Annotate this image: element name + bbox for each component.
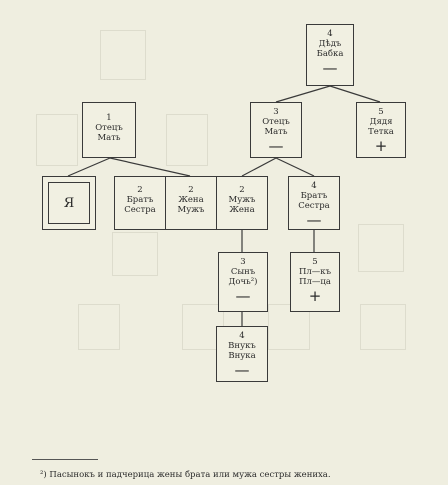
node-grandparents: 4 Дѣдъ Бабка — (306, 24, 354, 86)
node-number: 4 (239, 331, 245, 341)
node-grandchild: 4 Внукъ Внука — (216, 326, 268, 382)
node-uncle-aunt: 5 Дядя Тетка + (356, 102, 406, 158)
node-number: 3 (240, 257, 246, 267)
node-label-2: Пл—ца (299, 277, 331, 287)
node-self: Я (42, 176, 96, 230)
plus-sign: + (308, 287, 322, 305)
node-self-label: Я (63, 195, 75, 211)
show-through-box (268, 304, 310, 350)
show-through-box (78, 304, 120, 350)
node-label-2: Мужъ (177, 205, 205, 215)
node-self-inner-frame: Я (48, 182, 90, 224)
node-sibling-in-law: 2 Братъ Сестра (114, 176, 166, 230)
footnote: ²) Пасынокъ и падчерица жены брата или м… (40, 470, 331, 480)
connector (67, 157, 111, 177)
node-number: 5 (378, 107, 384, 117)
node-number: 2 (239, 185, 245, 195)
minus-sign: — (268, 137, 284, 155)
node-label-1: Мужъ (228, 195, 256, 205)
node-sibling: 4 Братъ Сестра — (288, 176, 340, 230)
node-label-1: Внукъ (228, 341, 256, 351)
connector (109, 157, 191, 177)
node-number: 2 (188, 185, 194, 195)
node-label-2: Жена (229, 205, 255, 215)
node-label-2: Сестра (124, 205, 156, 215)
show-through-box (360, 304, 406, 350)
node-parents: 3 Отецъ Мать — (250, 102, 302, 158)
node-label-1: Братъ (126, 195, 154, 205)
node-spouse-of-sibling: 2 Мужъ Жена (216, 176, 268, 230)
node-number: 4 (327, 29, 333, 39)
node-label-2: Мать (97, 133, 121, 143)
minus-sign: — (306, 211, 322, 229)
node-label-1: Отецъ (95, 123, 123, 133)
node-label-1: Отецъ (262, 117, 290, 127)
node-label-1: Сынъ (230, 267, 256, 277)
node-label-2: Мать (264, 127, 288, 137)
show-through-box (100, 30, 146, 80)
node-label-1: Пл—къ (298, 267, 332, 277)
connector (275, 85, 331, 103)
node-label-2: Внука (228, 351, 256, 361)
node-number: 3 (273, 107, 279, 117)
node-label-1: Дядя (369, 117, 393, 127)
show-through-box (112, 232, 158, 276)
connector (241, 157, 277, 177)
node-label-2: Тетка (368, 127, 394, 137)
plus-sign: + (374, 137, 388, 155)
show-through-box (36, 114, 78, 166)
minus-sign: — (235, 287, 251, 305)
node-label-1: Братъ (300, 191, 328, 201)
show-through-box (358, 224, 404, 272)
minus-sign: — (234, 361, 250, 379)
node-stepchild: 3 Сынъ Дочь²) — (218, 252, 268, 312)
connector (329, 85, 381, 103)
node-number: 2 (137, 185, 143, 195)
node-label-1: Дѣдъ (318, 39, 342, 49)
node-spouse: 2 Жена Мужъ (165, 176, 217, 230)
connector (275, 157, 315, 177)
node-label-2: Дочь²) (228, 277, 258, 287)
footnote-rule (32, 459, 98, 460)
node-nephew-niece: 5 Пл—къ Пл—ца + (290, 252, 340, 312)
node-label-2: Бабка (316, 49, 344, 59)
minus-sign: — (322, 59, 338, 77)
node-label-1: Жена (178, 195, 204, 205)
show-through-box (166, 114, 208, 166)
node-label-2: Сестра (298, 201, 330, 211)
node-father-in-law: 1 Отецъ Мать (82, 102, 136, 158)
node-number: 5 (312, 257, 318, 267)
node-number: 1 (106, 113, 112, 123)
node-number: 4 (311, 181, 317, 191)
